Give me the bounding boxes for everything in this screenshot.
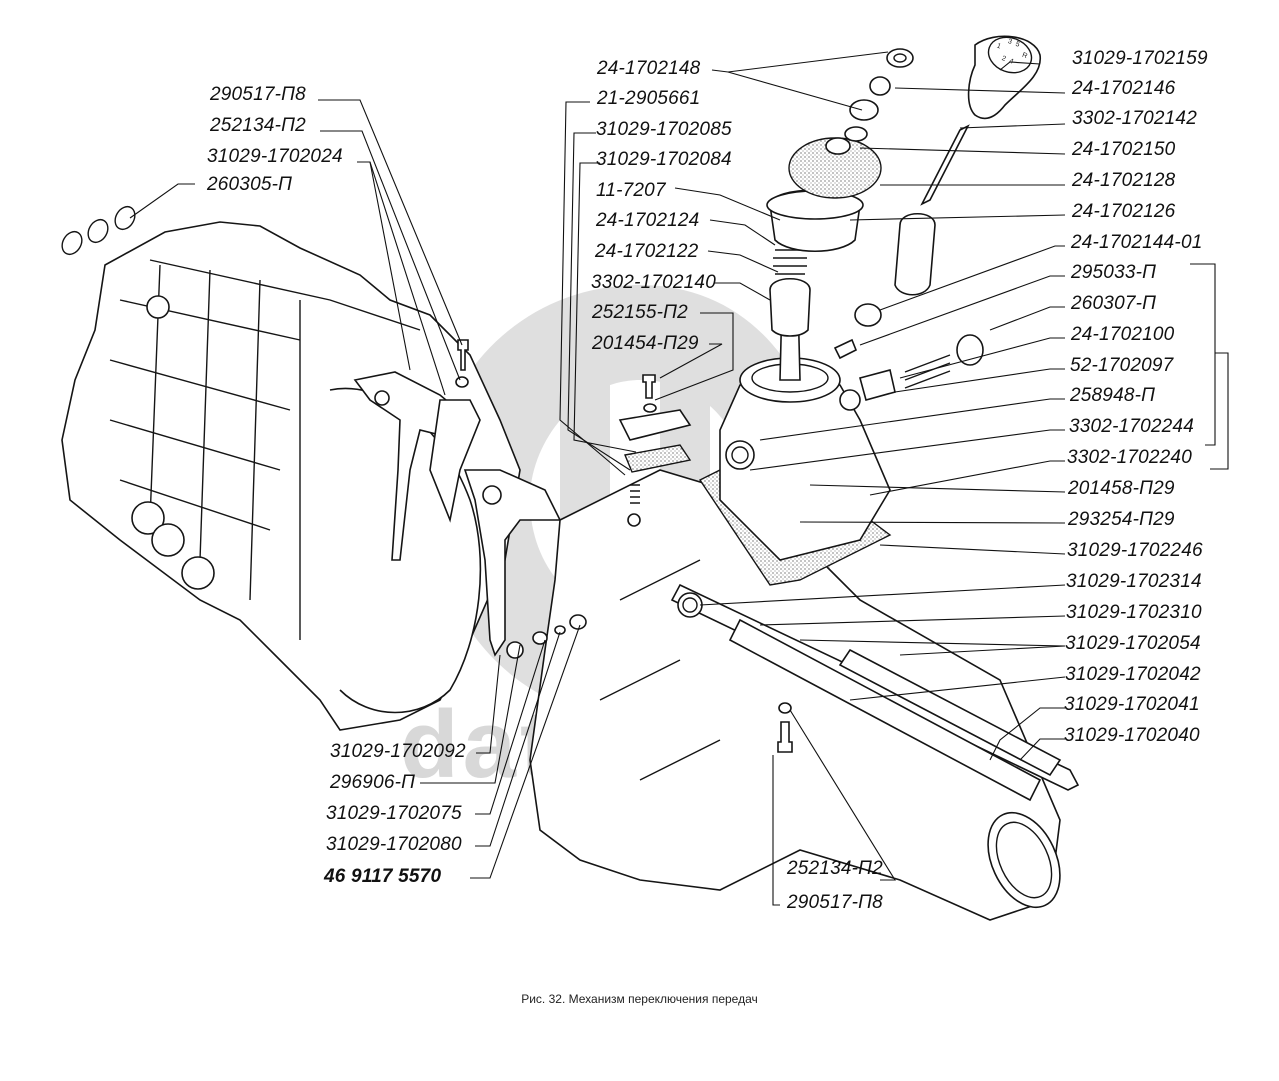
part-label: 31029-1702075	[326, 803, 462, 824]
part-label: 31029-1702040	[1064, 725, 1200, 746]
part-label: 3302-1702140	[591, 272, 716, 293]
part-label: 290517-П8	[210, 84, 306, 105]
part-label: 24-1702124	[596, 210, 700, 231]
part-label: 31029-1702042	[1065, 664, 1201, 685]
o-rings	[61, 205, 136, 256]
shift-rods	[670, 583, 1080, 802]
part-label: 24-1702150	[1072, 139, 1176, 160]
part-label: 31029-1702024	[207, 146, 343, 167]
part-label: 260307-П	[1071, 293, 1157, 314]
part-label: 31029-1702054	[1065, 633, 1201, 654]
part-label: 31029-1702092	[330, 741, 466, 762]
part-label: 52-1702097	[1070, 355, 1174, 376]
shift-forks	[353, 371, 562, 657]
part-label: 24-1702122	[595, 241, 699, 262]
part-label: 31029-1702080	[326, 834, 462, 855]
bolt-washer-bottom	[777, 702, 793, 753]
part-label: 258948-П	[1070, 385, 1156, 406]
boot-assembly	[766, 48, 914, 253]
part-label: 24-1702100	[1071, 324, 1175, 345]
gear-2: 2	[1000, 55, 1007, 63]
part-label: 252134-П2	[210, 115, 306, 136]
shift-lever	[769, 249, 811, 381]
plugs-and-balls	[506, 614, 587, 659]
part-label: 24-1702128	[1072, 170, 1176, 191]
leader-lines	[129, 51, 1229, 906]
figure-caption: Рис. 32. Механизм переключения передач	[521, 992, 758, 1006]
extension-housing	[529, 469, 1061, 921]
part-label: 252134-П2	[787, 858, 883, 879]
gear-r: R	[1021, 51, 1029, 61]
cover-plate-parts	[618, 374, 692, 527]
part-label: 21-2905661	[597, 88, 701, 109]
part-label: 11-7207	[596, 180, 666, 201]
part-label: 46 9117 5570	[324, 866, 442, 887]
part-label: 201454-П29	[592, 333, 699, 354]
part-label: 3302-1702240	[1067, 447, 1192, 468]
part-label: 3302-1702142	[1072, 108, 1197, 129]
part-label: 24-1702144-01	[1071, 232, 1203, 253]
bolt-washer-left	[455, 339, 469, 388]
part-label: 3302-1702244	[1069, 416, 1194, 437]
o-ring-2	[87, 218, 109, 244]
part-label: 31029-1702084	[596, 149, 732, 170]
gear-5: 5	[1014, 40, 1021, 49]
part-label: 24-1702126	[1072, 201, 1176, 222]
part-label: 31029-1702314	[1066, 571, 1202, 592]
part-label: 31029-1702159	[1072, 48, 1208, 69]
shift-knob	[833, 35, 1041, 401]
part-label: 295033-П	[1071, 262, 1157, 283]
part-label: 201458-П29	[1068, 478, 1175, 499]
part-label: 24-1702148	[597, 58, 701, 79]
part-label: 290517-П8	[787, 892, 883, 913]
part-label: 260305-П	[207, 174, 293, 195]
gear-1: 1	[995, 42, 1002, 51]
part-label: 293254-П29	[1068, 509, 1175, 530]
o-ring-1	[61, 230, 83, 256]
part-label: 31029-1702085	[596, 119, 732, 140]
part-label: 31029-1702246	[1067, 540, 1203, 561]
part-label: 31029-1702041	[1064, 694, 1200, 715]
gear-3: 3	[1006, 38, 1013, 47]
part-label: 296906-П	[330, 772, 416, 793]
part-label: 24-1702146	[1072, 78, 1176, 99]
gear-4: 4	[1008, 57, 1015, 66]
o-ring-3	[114, 205, 136, 231]
part-label: 252155-П2	[592, 302, 688, 323]
part-label: 31029-1702310	[1066, 602, 1202, 623]
